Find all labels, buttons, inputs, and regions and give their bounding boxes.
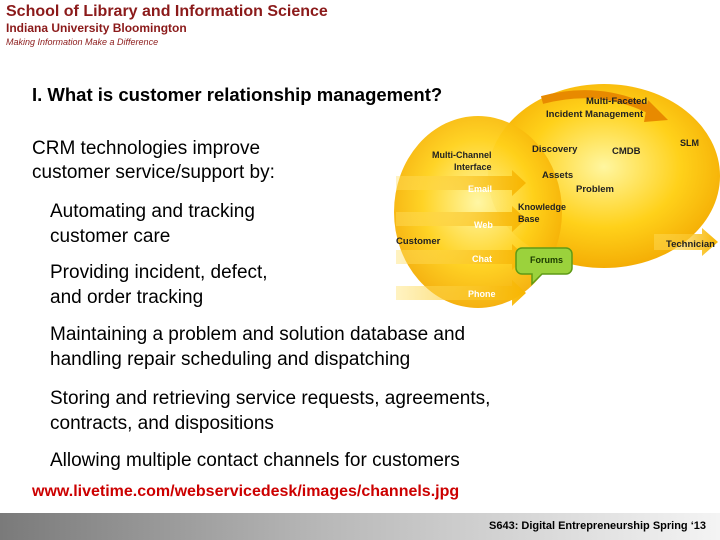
source-link[interactable]: www.livetime.com/webservicedesk/images/c… <box>32 483 460 500</box>
web-arrow <box>396 206 526 232</box>
bullet-item: Storing and retrieving service requests,… <box>50 386 490 436</box>
label-discovery: Discovery <box>532 144 578 155</box>
bullet-line-2: and order tracking <box>50 287 204 308</box>
tagline: Making Information Make a Difference <box>6 37 159 47</box>
crm-channels-diagram: Multi-Faceted Incident Management SLM Mu… <box>394 84 720 308</box>
slide-title: I. What is customer relationship managem… <box>32 84 443 105</box>
intro-text: CRM technologies improve customer servic… <box>32 137 275 185</box>
label-chat: Chat <box>472 254 492 264</box>
bullet-line-2: customer care <box>50 226 171 247</box>
bullet-line-1: Providing incident, defect, <box>50 262 268 283</box>
curved-arrow-head <box>644 100 668 122</box>
label-multi-channel: Multi-Channel <box>432 150 492 160</box>
label-email: Email <box>468 184 492 194</box>
label-phone: Phone <box>468 289 496 299</box>
label-customer: Customer <box>396 236 441 247</box>
label-slm: SLM <box>680 138 699 148</box>
intro-line-1: CRM technologies improve <box>32 138 261 159</box>
label-knowledge: Knowledge <box>518 202 566 212</box>
label-technician: Technician <box>666 239 715 250</box>
forums-bubble <box>515 247 573 286</box>
bullet-item: Providing incident, defect, and order tr… <box>50 260 268 310</box>
school-name: School of Library and Information Scienc… <box>6 3 328 20</box>
label-problem: Problem <box>576 184 614 195</box>
label-interface: Interface <box>454 162 492 172</box>
chat-arrow <box>396 244 526 270</box>
bullet-item: Maintaining a problem and solution datab… <box>50 322 465 372</box>
bullet-line-1: Maintaining a problem and solution datab… <box>50 324 466 345</box>
university-name: Indiana University Bloomington <box>6 21 187 35</box>
label-base: Base <box>518 214 540 224</box>
label-cmdb: CMDB <box>612 146 641 157</box>
bullet-line-1: Allowing multiple contact channels for c… <box>50 450 460 471</box>
label-assets: Assets <box>542 170 573 181</box>
footer-course: S643: Digital Entrepreneurship Spring ‘1… <box>489 520 706 532</box>
curved-arrow <box>540 90 656 116</box>
email-arrow <box>396 170 526 196</box>
bullet-line-2: contracts, and dispositions <box>50 413 274 434</box>
bullet-line-2: handling repair scheduling and dispatchi… <box>50 349 411 370</box>
label-web: Web <box>474 220 493 230</box>
bullet-item: Automating and tracking customer care <box>50 199 255 249</box>
header: School of Library and Information Scienc… <box>6 3 328 48</box>
label-forums: Forums <box>530 255 563 265</box>
phone-arrow <box>396 280 526 306</box>
bullet-item: Allowing multiple contact channels for c… <box>50 448 460 473</box>
bullet-line-1: Automating and tracking <box>50 201 255 222</box>
technician-arrow <box>654 228 718 256</box>
label-incident-management: Incident Management <box>546 109 644 120</box>
bullet-line-1: Storing and retrieving service requests,… <box>50 388 491 409</box>
footer-bar <box>0 513 720 540</box>
label-multi-faceted: Multi-Faceted <box>586 96 647 107</box>
intro-line-2: customer service/support by: <box>32 162 275 183</box>
